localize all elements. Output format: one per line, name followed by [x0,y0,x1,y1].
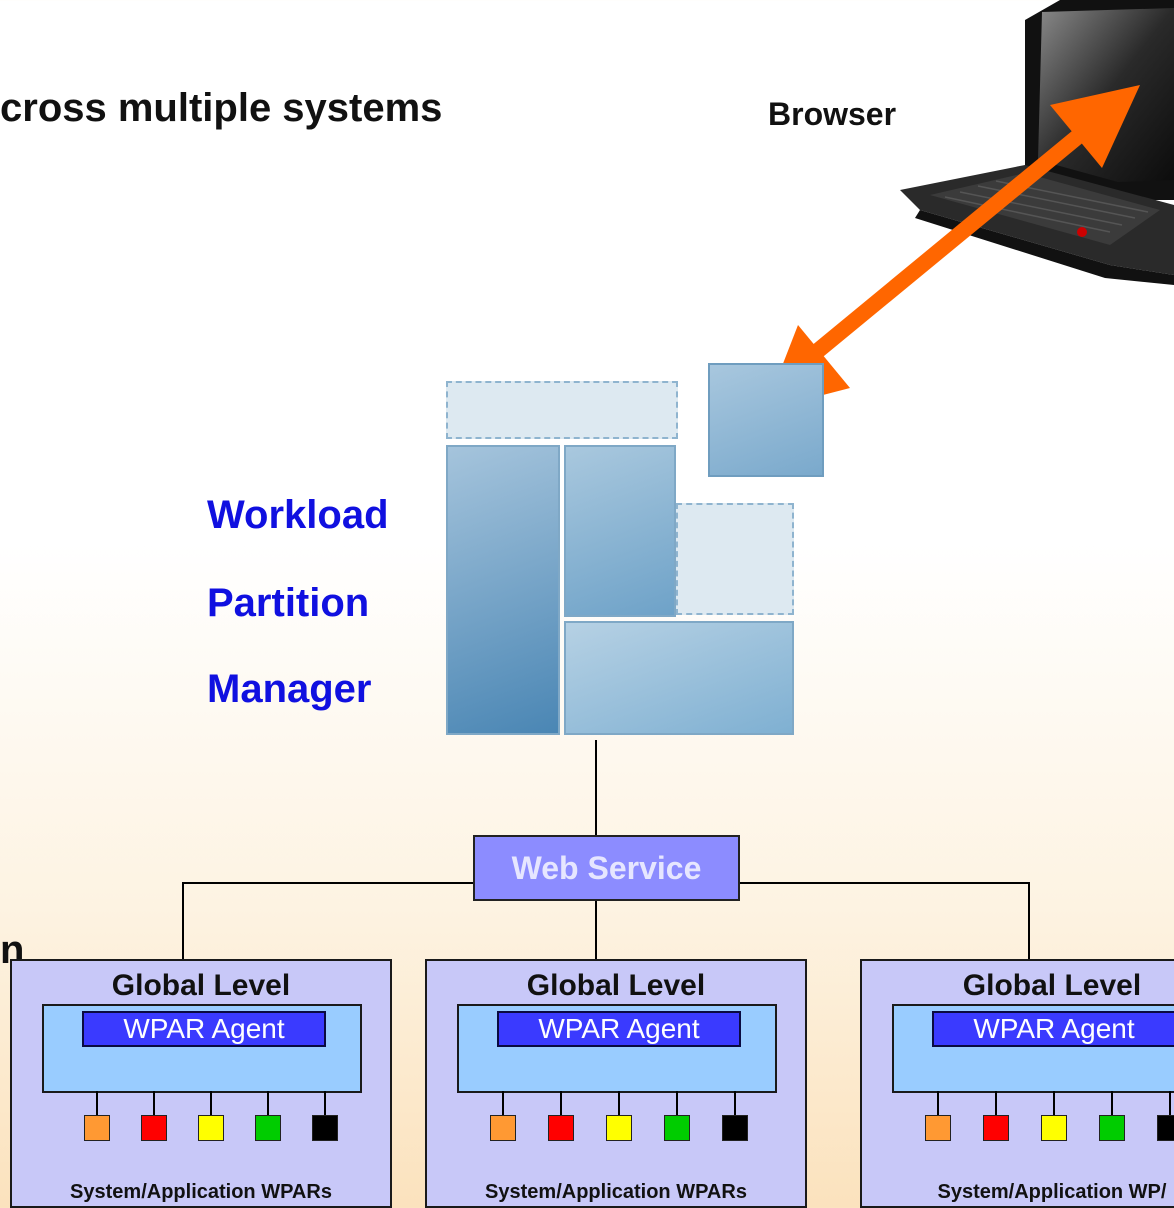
wpar-stem [1111,1091,1113,1115]
wpar-square-black [312,1115,338,1141]
wpar-stem [937,1091,939,1115]
wpar-square-orange [925,1115,951,1141]
connector-left-drop [182,882,184,959]
wpar-square-orange [84,1115,110,1141]
connector-right-horizontal [740,882,1030,884]
wpar-stem [96,1091,98,1115]
connector-left-horizontal [182,882,473,884]
wpar-square-yellow [606,1115,632,1141]
wpar-agent-box: WPAR Agent [932,1011,1174,1047]
wpars-label: System/Application WPARs [70,1181,332,1203]
wpar-square-red [983,1115,1009,1141]
wpar-stem [153,1091,155,1115]
system-box-3: Global Level WPAR Agent System/Applicati… [860,959,1174,1208]
manager-logo [440,360,830,740]
wpar-square-green [1099,1115,1125,1141]
wpar-stem [267,1091,269,1115]
wpar-stem [560,1091,562,1115]
wpar-stem [324,1091,326,1115]
global-level-container: WPAR Agent [892,1004,1174,1093]
manager-title-line-3: Manager [207,667,372,711]
manager-title-line-1: Workload [207,493,389,537]
wpar-square-black [1157,1115,1174,1141]
wpar-square-green [664,1115,690,1141]
wpar-stem [1169,1091,1171,1115]
wpar-square-orange [490,1115,516,1141]
diagram-heading: cross multiple systems [0,86,443,130]
wpar-square-red [141,1115,167,1141]
wpars-label: System/Application WP/ [937,1181,1167,1203]
web-service-box: Web Service [473,835,740,901]
global-level-container: WPAR Agent [457,1004,777,1093]
wpar-square-green [255,1115,281,1141]
logo-block-middle [564,445,676,617]
wpars-label: System/Application WPARs [485,1181,747,1203]
wpar-square-red [548,1115,574,1141]
connector-manager-to-webservice [595,740,597,835]
wpar-agent-box: WPAR Agent [82,1011,326,1047]
manager-title-line-2: Partition [207,581,370,625]
wpar-stem [210,1091,212,1115]
browser-label: Browser [768,96,897,132]
arrow-head-up [1050,85,1140,168]
global-level-title: Global Level [526,969,706,1002]
global-level-title: Global Level [111,969,291,1002]
system-box-2: Global Level WPAR Agent System/Applicati… [425,959,807,1208]
wpar-stem [1053,1091,1055,1115]
logo-block-bottom [564,621,794,735]
connector-right-drop [1028,882,1030,959]
wpar-stem [502,1091,504,1115]
wpar-agent-box: WPAR Agent [497,1011,741,1047]
global-level-title: Global Level [962,969,1142,1002]
logo-block-tall [446,445,560,735]
logo-block-small-square [708,363,824,477]
global-level-container: WPAR Agent [42,1004,362,1093]
wpar-square-yellow [1041,1115,1067,1141]
wpar-square-black [722,1115,748,1141]
connector-center-drop [595,901,597,959]
wpar-stem [734,1091,736,1115]
wpar-stem [676,1091,678,1115]
logo-block-top-dashed [446,381,678,439]
wpar-square-yellow [198,1115,224,1141]
logo-block-right-dashed [676,503,794,615]
wpar-stem [618,1091,620,1115]
wpar-stem [995,1091,997,1115]
system-box-1: Global Level WPAR Agent System/Applicati… [10,959,392,1208]
